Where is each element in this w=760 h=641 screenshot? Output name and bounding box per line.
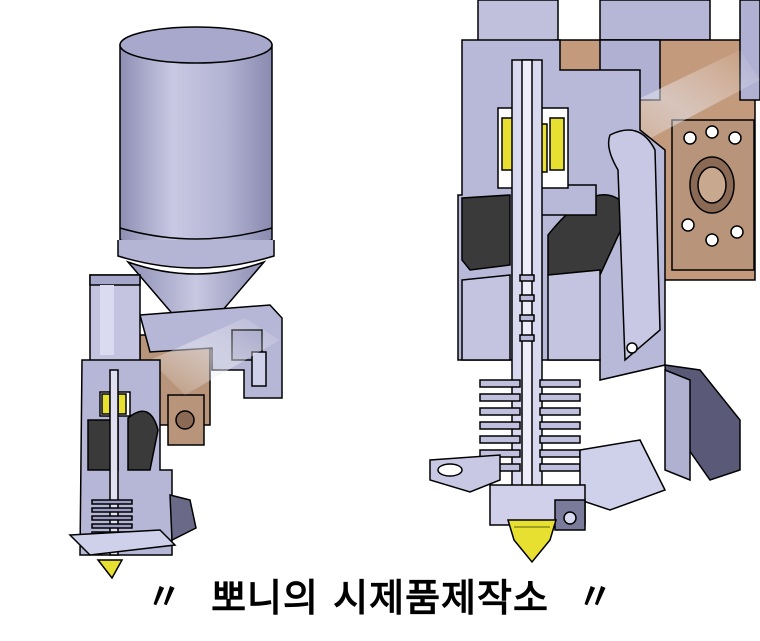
caption-text: 뽀니의 시제품제작소	[211, 575, 549, 620]
heatsink-icon	[479, 379, 581, 472]
caption: 〃 뽀니의 시제품제작소 〃	[0, 566, 760, 622]
close-quote-mark: 〃	[576, 577, 614, 618]
left-extruder-model	[68, 26, 283, 580]
right-extruder-closeup	[429, 0, 760, 564]
hopper-icon	[117, 26, 275, 331]
open-quote-mark: 〃	[146, 577, 184, 618]
nozzle-icon	[506, 519, 558, 564]
